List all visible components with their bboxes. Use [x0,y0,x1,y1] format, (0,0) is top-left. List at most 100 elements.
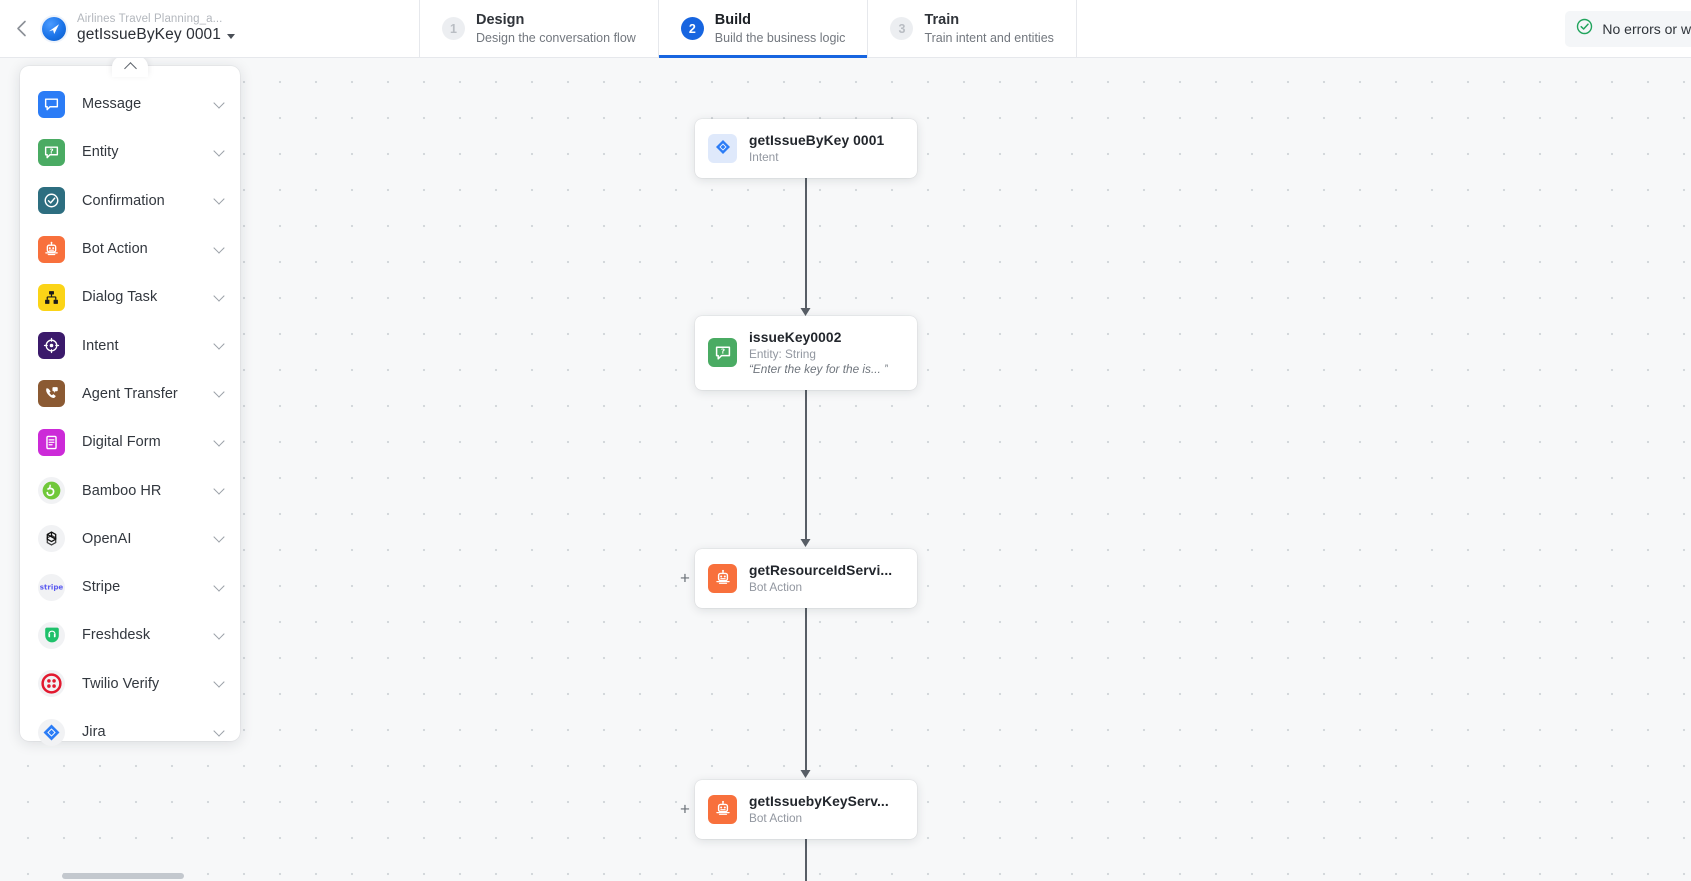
svg-text:?: ? [720,347,724,356]
flow-connectors [0,58,1691,881]
node-subtitle: Intent [749,149,779,164]
parent-bot-name: Airlines Travel Planning_a... [77,12,223,25]
step-number: 3 [890,17,914,40]
chevron-down-icon[interactable] [213,531,225,543]
chevron-down-icon[interactable] [213,145,225,157]
chevron-down-icon[interactable] [213,435,225,447]
chevron-down-icon[interactable] [213,628,225,640]
sidebar-item-label: Bamboo HR [82,482,162,499]
chevron-down-icon[interactable] [213,483,225,495]
jira-diamond-icon [708,133,737,163]
connector-line [805,607,807,772]
bot-name-dropdown[interactable]: getIssueByKey 0001 [77,26,235,44]
step-title: Train [924,11,960,28]
step-subtitle: Train intent and entities [924,30,1054,45]
sidebar-item-label: Bot Action [82,241,148,258]
check-circle-icon [38,187,65,215]
sidebar-item-dialog-task[interactable]: Dialog Task [20,273,240,321]
node-prompt-text: “Enter the key for the is... ” [749,361,888,376]
chevron-down-icon[interactable] [213,241,225,254]
add-node-button[interactable]: + [680,799,690,819]
chevron-down-icon[interactable] [213,386,225,399]
flow-node-bot-action-resource[interactable]: + getResourceIdServi... Bot Action [680,549,917,608]
sidebar-item-openai[interactable]: OpenAI [20,515,240,563]
node-title: issueKey0002 [749,330,842,345]
palette-collapse-button[interactable] [112,58,148,77]
horizontal-scrollbar[interactable] [0,871,1691,881]
connector-line [805,838,807,881]
svg-text:?: ? [49,146,53,155]
step-active-underline [658,55,868,58]
scrollbar-thumb[interactable] [62,873,184,879]
node-subtitle: Entity: String [749,346,816,361]
sidebar-item-label: Stripe [82,579,121,596]
robot-icon [708,794,737,824]
sidebar-item-intent[interactable]: Intent [20,321,240,369]
sidebar-item-twilio-verify[interactable]: Twilio Verify [20,660,240,708]
bot-name-label: getIssueByKey 0001 [77,26,221,44]
sidebar-item-confirmation[interactable]: Confirmation [20,177,240,225]
wizard-steps: 1 Design Design the conversation flow 2 … [418,0,1077,58]
status-area: No errors or warnings [1565,0,1691,57]
phone-transfer-icon [38,380,65,408]
top-bar: Airlines Travel Planning_a... getIssueBy… [0,0,1691,58]
chevron-down-icon[interactable] [213,724,225,737]
sidebar-item-bot-action[interactable]: Bot Action [20,225,240,273]
add-node-button[interactable]: + [680,568,690,588]
message-bubble-icon [38,90,65,118]
chevron-up-icon [123,62,137,75]
sidebar-item-label: Digital Form [82,434,161,451]
step-title: Build [714,11,752,28]
status-badge[interactable]: No errors or warnings [1565,10,1691,47]
sidebar-item-digital-form[interactable]: Digital Form [20,418,240,466]
chevron-down-icon[interactable] [213,290,225,302]
sidebar-item-agent-transfer[interactable]: Agent Transfer [20,370,240,418]
chevron-left-icon [16,20,27,37]
node-palette-panel: Message ? Entity [20,58,240,746]
twilio-logo-icon [38,670,65,698]
step-build[interactable]: 2 Build Build the business logic [657,0,868,58]
chevron-down-icon[interactable] [213,338,225,350]
sidebar-item-freshdesk[interactable]: Freshdesk [20,611,240,659]
openai-logo-icon [38,525,65,553]
node-title: getResourceIdServi... [749,563,893,578]
sidebar-item-entity[interactable]: ? Entity [20,128,240,176]
intent-target-icon [38,332,65,360]
chevron-down-icon[interactable] [213,193,225,205]
freshdesk-logo-icon [38,621,65,649]
sidebar-item-label: OpenAI [82,530,132,547]
chevron-down-icon[interactable] [213,676,225,688]
step-subtitle: Design the conversation flow [475,30,636,45]
bamboohr-logo-icon [38,477,65,505]
sidebar-item-label: Twilio Verify [82,675,160,692]
sidebar-item-label: Jira [82,724,106,740]
form-document-icon [38,428,65,456]
sidebar-item-label: Entity [82,144,119,161]
step-subtitle: Build the business logic [714,30,846,45]
dialog-nodes-icon [38,283,65,311]
flow-node-intent[interactable]: getIssueByKey 0001 Intent [695,119,917,178]
back-button[interactable] [0,0,42,57]
svg-text:stripe: stripe [40,583,64,592]
step-design[interactable]: 1 Design Design the conversation flow [418,0,658,57]
chevron-down-icon[interactable] [213,96,225,109]
node-title: getIssuebyKeyServ... [749,794,889,809]
palette-list: Message ? Entity [20,80,240,756]
node-title: getIssueByKey 0001 [749,133,885,148]
robot-icon [38,235,65,263]
flow-canvas[interactable]: getIssueByKey 0001 Intent ? issueKey0002… [0,58,1691,881]
sidebar-item-label: Intent [82,337,119,354]
sidebar-item-bamboo-hr[interactable]: Bamboo HR [20,466,240,514]
bot-identity: Airlines Travel Planning_a... getIssueBy… [42,0,253,57]
caret-down-icon [226,33,235,39]
sidebar-item-jira[interactable]: Jira [20,708,240,756]
connector-line [805,177,807,310]
chevron-down-icon[interactable] [213,579,225,592]
sidebar-item-stripe[interactable]: stripe Stripe [20,563,240,611]
sidebar-item-message[interactable]: Message [20,80,240,128]
flow-node-entity[interactable]: ? issueKey0002 Entity: String “Enter the… [695,316,917,390]
robot-icon [708,563,737,593]
flow-node-bot-action-issue[interactable]: + getIssuebyKeyServ... Bot Action [680,780,917,839]
step-train[interactable]: 3 Train Train intent and entities [867,0,1077,57]
step-number: 2 [680,17,704,40]
